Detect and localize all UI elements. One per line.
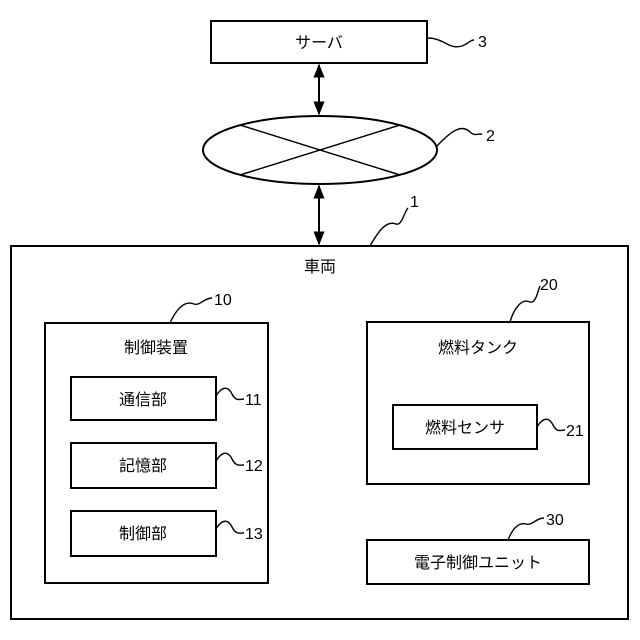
fuel-tank-label: 燃料タンク [438, 338, 518, 357]
ecu-ref-number: 30 [546, 512, 564, 529]
storage-unit-ref-number: 12 [245, 458, 263, 475]
fuel-sensor-ref-number: 21 [566, 423, 584, 440]
network-ref-number: 2 [486, 128, 495, 145]
storage-unit-label: 記憶部 [119, 456, 167, 475]
fuel-sensor-label: 燃料センサ [425, 418, 505, 437]
network-leader-line [437, 128, 482, 146]
server-label: サーバ [295, 33, 343, 52]
communication-unit-ref-number: 11 [245, 392, 262, 409]
server-leader-line [427, 38, 474, 47]
network-symbol: 2 [203, 116, 495, 184]
control-unit-ref-number: 13 [245, 526, 263, 543]
communication-unit-label: 通信部 [119, 390, 167, 409]
vehicle-label: 車両 [304, 257, 336, 276]
server-ref-number: 3 [478, 34, 487, 51]
server-block: サーバ 3 [211, 21, 487, 63]
vehicle-ref-number: 1 [410, 194, 419, 211]
control-device-label: 制御装置 [124, 338, 188, 357]
control-unit-label: 制御部 [119, 524, 167, 543]
fuel-tank-ref-number: 20 [540, 277, 558, 294]
vehicle-leader-line [370, 208, 408, 246]
ecu-label: 電子制御ユニット [414, 553, 542, 572]
control-device-ref-number: 10 [214, 292, 232, 309]
